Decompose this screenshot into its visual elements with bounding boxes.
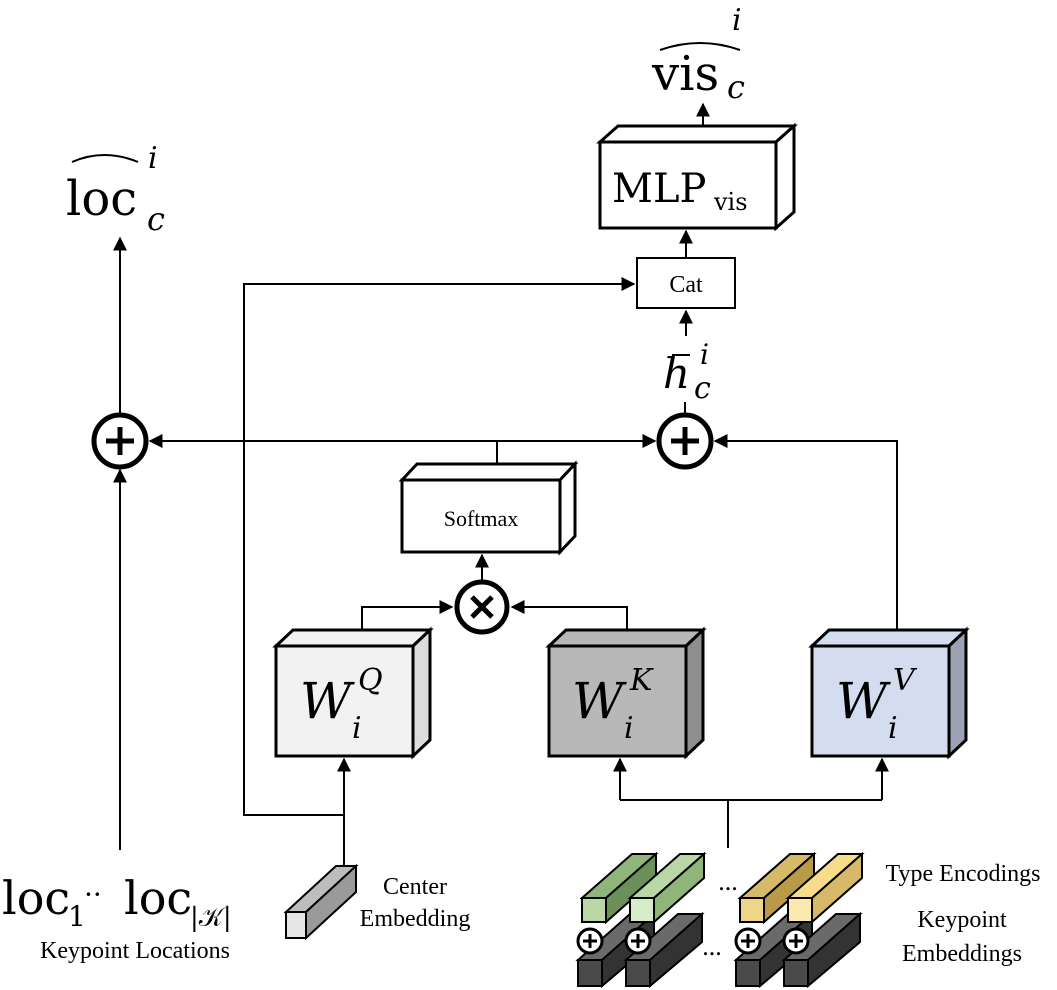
svg-text:i: i: [624, 711, 634, 746]
svg-text:i: i: [148, 141, 158, 176]
keypoint-label-line1: Keypoint: [917, 907, 1007, 933]
keypoint-locations-label: Keypoint Locations: [40, 938, 230, 964]
type-enc-bar-3: [737, 851, 817, 925]
hidden-state-label: h i c: [663, 338, 711, 406]
svg-text:h: h: [663, 349, 690, 398]
type-encodings-label: Type Encodings: [886, 861, 1041, 887]
arrow-q-to-mult: [361, 600, 454, 630]
arrow-k-to-mult: [510, 600, 628, 630]
type-enc-bar-4: [785, 851, 865, 925]
type-enc-bar-1: [579, 851, 659, 925]
loc-inputs-label: loc 1 ·· loc |𝒦|: [2, 871, 232, 933]
keypoint-plus-circles: [576, 927, 810, 955]
svg-text:loc: loc: [124, 871, 192, 925]
weight-q-box: W Q i: [272, 626, 434, 760]
arrow-v-to-plus: [713, 434, 898, 630]
center-label-line2: Embedding: [360, 906, 471, 932]
plus-circle-right: [656, 412, 714, 470]
softmax-box: Softmax: [398, 460, 579, 556]
center-embedding-bar: [283, 863, 359, 941]
output-vis-label: vis i c: [651, 3, 745, 106]
svg-text:Cat: Cat: [669, 272, 703, 298]
embed-ellipsis: ...: [702, 932, 722, 961]
svg-text:Softmax: Softmax: [444, 506, 519, 531]
svg-text:loc: loc: [2, 871, 70, 925]
svg-text:i: i: [700, 338, 709, 371]
type-enc-bar-2: [627, 851, 707, 925]
svg-text:1: 1: [68, 900, 86, 933]
kp-plus-4: [782, 927, 810, 955]
weight-k-box: W K i: [545, 626, 707, 760]
svg-text:vis: vis: [713, 188, 748, 216]
type-ellipsis: ...: [718, 867, 738, 896]
kp-plus-1: [576, 927, 604, 955]
arrow-center-to-cat: [243, 277, 636, 816]
weight-v-box: W V i: [808, 626, 970, 760]
keypoint-label-line2: Embeddings: [902, 941, 1022, 967]
multiply-circle: [454, 579, 510, 635]
svg-text:i: i: [732, 3, 742, 38]
plus-circle-left: [91, 412, 149, 470]
svg-text:i: i: [888, 711, 898, 746]
svg-text:K: K: [629, 663, 654, 698]
svg-text:i: i: [352, 711, 362, 746]
svg-text:W: W: [836, 672, 891, 730]
svg-text:Q: Q: [358, 663, 383, 698]
cat-box: Cat: [636, 257, 736, 309]
type-encoding-bars: [579, 851, 865, 925]
svg-text:c: c: [694, 371, 711, 406]
svg-text:W: W: [300, 672, 355, 730]
mlp-vis-box: MLP vis: [596, 122, 798, 232]
kp-plus-2: [624, 927, 652, 955]
kp-plus-3: [734, 927, 762, 955]
svg-text:MLP: MLP: [612, 166, 706, 212]
svg-text:vis: vis: [651, 46, 719, 102]
svg-text:|𝒦|: |𝒦|: [190, 903, 232, 933]
center-label-line1: Center: [383, 874, 447, 900]
svg-text:c: c: [147, 200, 165, 238]
kp-embed-bar-4: [781, 911, 863, 989]
svg-text:··: ··: [84, 878, 102, 911]
svg-text:V: V: [893, 663, 918, 698]
svg-text:W: W: [572, 672, 627, 730]
svg-text:c: c: [727, 68, 745, 106]
output-loc-label: loc i c: [66, 141, 165, 238]
svg-text:loc: loc: [66, 171, 137, 227]
